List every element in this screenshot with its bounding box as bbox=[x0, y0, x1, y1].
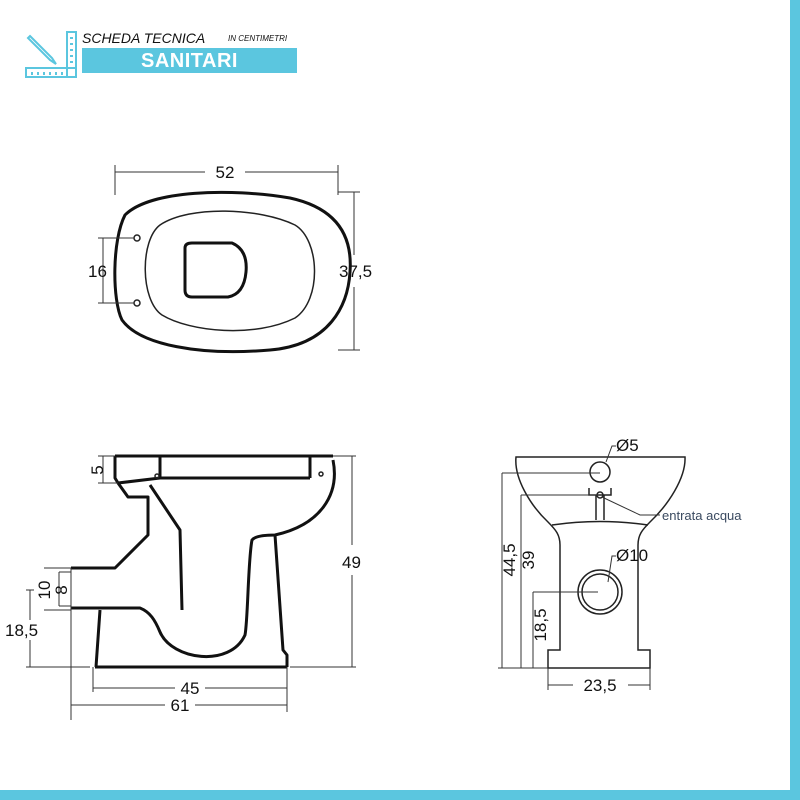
front-view: Ø5 Ø10 entrata acqua 44,5 39 18,5 23,5 bbox=[498, 436, 742, 695]
unit-note: IN CENTIMETRI bbox=[228, 34, 288, 43]
dim-outlet-outer: 10 bbox=[35, 581, 54, 600]
dim-width: 52 bbox=[216, 163, 235, 182]
bowl-opening bbox=[183, 241, 248, 299]
dim-outlet-height: 18,5 bbox=[5, 621, 38, 640]
dim-outlet-height-front: 18,5 bbox=[531, 608, 550, 641]
accent-border-bottom bbox=[0, 790, 800, 800]
inlet-hole bbox=[589, 461, 611, 483]
dim-base-width: 23,5 bbox=[583, 676, 616, 695]
outlet-diameter: Ø10 bbox=[616, 546, 648, 565]
top-view: 52 37,5 16 bbox=[88, 163, 372, 354]
accent-border-right bbox=[790, 0, 800, 800]
dim-seat-thickness: 5 bbox=[88, 465, 107, 474]
inlet-diameter: Ø5 bbox=[616, 436, 639, 455]
category-banner: SANITARI bbox=[82, 48, 297, 73]
dim-height: 49 bbox=[342, 553, 361, 572]
hinge-hole bbox=[133, 234, 141, 242]
side-view: 5 10 8 18,5 49 45 61 bbox=[5, 454, 361, 720]
bowl-rim bbox=[144, 210, 316, 332]
pencil-ruler-icon bbox=[25, 31, 77, 78]
water-inlet-label: entrata acqua bbox=[662, 508, 742, 523]
dim-base-length: 45 bbox=[181, 679, 200, 698]
dim-hinge-spacing: 16 bbox=[88, 262, 107, 281]
dim-rim-height: 44,5 bbox=[500, 543, 519, 576]
dim-depth: 37,5 bbox=[339, 262, 372, 281]
dim-outlet-inner: 8 bbox=[52, 585, 71, 594]
seat-outline bbox=[113, 190, 352, 354]
sheet-title: SCHEDA TECNICA bbox=[82, 30, 206, 46]
dim-total-length: 61 bbox=[171, 696, 190, 715]
hinge-hole bbox=[133, 299, 141, 307]
dim-inlet-height: 39 bbox=[519, 551, 538, 570]
